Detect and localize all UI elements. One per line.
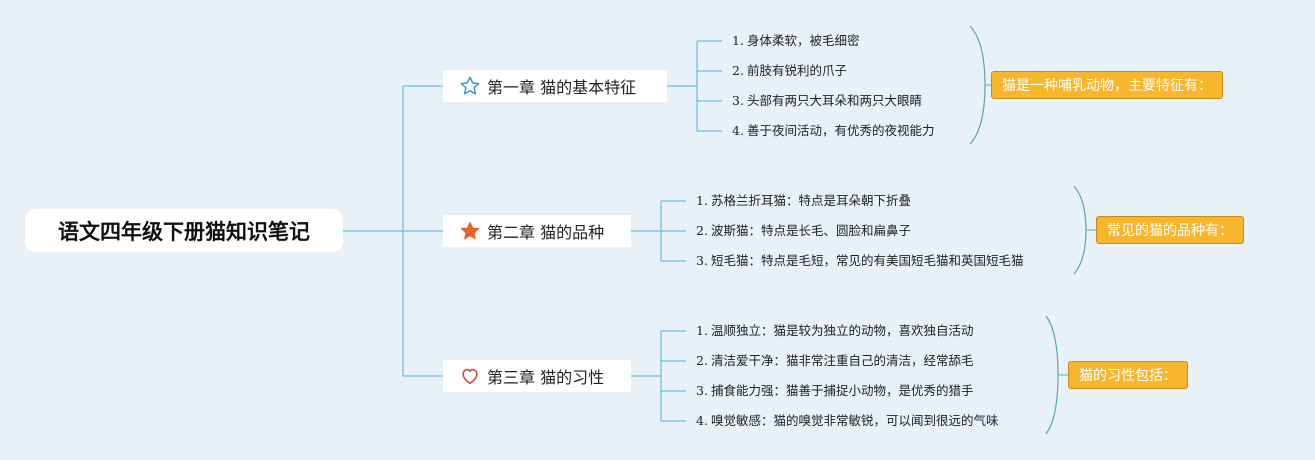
root-title: 语文四年级下册猫知识笔记: [58, 219, 310, 244]
list-item: 1.身体柔软，被毛细密: [732, 33, 860, 48]
list-item: 1.苏格兰折耳猫：特点是耳朵朝下折叠: [696, 193, 911, 208]
list-item: 4.善于夜间活动，有优秀的夜视能力: [732, 123, 935, 138]
chapter-3-title: 第三章 猫的习性: [487, 368, 605, 387]
list-item: 2.波斯猫：特点是长毛、圆脸和扁鼻子: [696, 223, 911, 238]
summary-note-3[interactable]: 猫的习性包括：: [1068, 361, 1188, 389]
root-topic[interactable]: 语文四年级下册猫知识笔记: [25, 209, 343, 252]
chapter-2-title: 第二章 猫的品种: [487, 223, 605, 242]
list-item: 3.捕食能力强：猫善于捕捉小动物，是优秀的猎手: [696, 383, 974, 398]
list-item: 3.短毛猫：特点是毛短，常见的有美国短毛猫和英国短毛猫: [696, 253, 1024, 268]
list-item: 4.嗅觉敏感：猫的嗅觉非常敏锐，可以闻到很远的气味: [696, 413, 999, 428]
summary-note-1[interactable]: 猫是一种哺乳动物，主要特征有：: [991, 71, 1223, 99]
chapter-1-topic[interactable]: 第一章 猫的基本特征: [443, 70, 667, 102]
chapter-2-topic[interactable]: 第二章 猫的品种: [443, 215, 631, 247]
summary-brace: [1073, 185, 1087, 275]
chapter-3-topic[interactable]: 第三章 猫的习性: [443, 360, 631, 392]
heart-outline-icon: [459, 365, 481, 387]
list-item: 2.前肢有锐利的爪子: [732, 63, 847, 78]
star-outline-icon: [459, 75, 481, 97]
list-item: 1.温顺独立：猫是较为独立的动物，喜欢独自活动: [696, 323, 974, 338]
summary-brace: [1045, 315, 1059, 435]
list-item: 3.头部有两只大耳朵和两只大眼睛: [732, 93, 922, 108]
chapter-1-title: 第一章 猫的基本特征: [487, 78, 637, 97]
star-filled-icon: [459, 220, 481, 242]
summary-note-2[interactable]: 常见的猫的品种有：: [1096, 216, 1244, 244]
list-item: 2.清洁爱干净：猫非常注重自己的清洁，经常舔毛: [696, 353, 974, 368]
summary-brace: [969, 25, 986, 145]
